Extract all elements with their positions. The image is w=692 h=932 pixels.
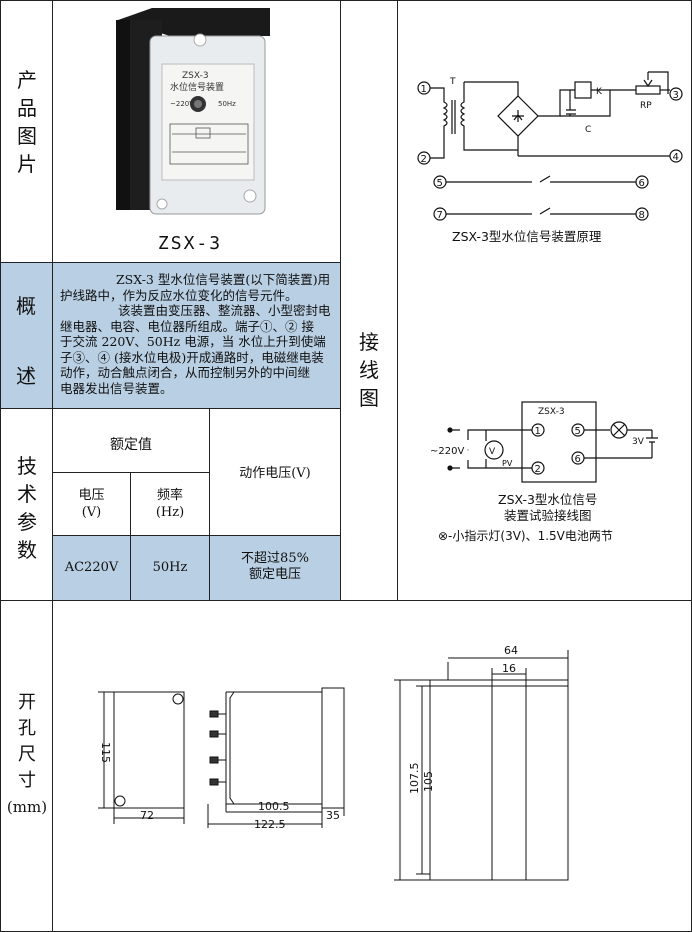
terminal-6: 6: [639, 178, 645, 189]
overview-text-bg: [53, 263, 340, 408]
freq-header: 频率 (Hz): [155, 488, 185, 520]
dim-35: 35: [326, 809, 340, 822]
terminal-8: 8: [639, 210, 645, 221]
svg-text:1: 1: [535, 426, 541, 437]
label-T: T: [449, 77, 456, 87]
test-caption-2: 装置试验接线图: [504, 508, 592, 523]
dim-100-5: 100.5: [258, 800, 290, 813]
voltage-header: 电压 (V): [78, 488, 105, 520]
terminal-7: 7: [437, 210, 443, 221]
box-title: ZSX-3: [538, 407, 565, 417]
row-divider-3: [0, 600, 692, 601]
voltage-value: AC220V: [64, 560, 119, 575]
rated-header: 额定值: [110, 437, 152, 453]
principle-caption: ZSX-3型水位信号装置原理: [452, 229, 602, 244]
tech-values-bg: [53, 536, 340, 600]
action-header: 动作电压(V): [239, 466, 311, 481]
svg-text:5: 5: [575, 426, 581, 437]
dim-107-5: 107.5: [408, 763, 421, 795]
pv-label: PV: [502, 459, 513, 468]
border-left: [0, 0, 1, 932]
dim-122-5: 122.5: [254, 818, 286, 831]
terminal-1: 1: [421, 84, 427, 95]
dim-16: 16: [502, 662, 516, 675]
terminal-5: 5: [437, 178, 443, 189]
dim-105: 105: [422, 771, 435, 792]
terminal-3: 3: [673, 90, 679, 101]
principle-diagram: 1 2 3 4 5 6 7 8 T K C RP ZSX-3型水位信号装置原理: [417, 71, 683, 244]
overview-label-bg: [1, 263, 52, 408]
device-front-title: ZSX-3: [182, 71, 209, 81]
device-front-voltage: ~220V: [170, 100, 194, 108]
battery-label: 3V: [632, 437, 645, 447]
tech-row-b: [53, 535, 340, 536]
dim-72: 72: [140, 809, 154, 822]
label-K: K: [596, 87, 603, 97]
cutout-label: 开 孔 尺 寸 (mm): [6, 692, 48, 816]
dim-115: 115: [99, 742, 112, 763]
meter-V: V: [489, 447, 496, 457]
action-value: 不超过85% 额定电压: [241, 551, 309, 582]
legend: ⊗-小指示灯(3V)、1.5V电池两节: [438, 528, 613, 543]
terminal-2: 2: [421, 154, 427, 165]
svg-text:6: 6: [575, 454, 581, 465]
svg-text:2: 2: [535, 464, 541, 475]
row-divider-1: [0, 262, 340, 263]
col-divider-mid2: [397, 0, 398, 600]
test-caption-1: ZSX-3型水位信号: [498, 492, 597, 507]
freq-value: 50Hz: [152, 560, 188, 575]
overview-text: ZSX-3 型水位信号装置(以下简装置)用 护线路中，作为反应水位变化的信号元件…: [60, 272, 331, 396]
tech-params-label: 技 术 参 数: [17, 454, 37, 562]
tech-col-b: [209, 408, 210, 600]
device-front-hz: 50Hz: [218, 100, 236, 108]
label-RP: RP: [640, 101, 652, 111]
tech-col-b-lower: [209, 536, 210, 600]
supply-label: ~220V: [430, 446, 464, 457]
test-wiring-diagram: ZSX-3 1 2 5 6 V ~220V PV 3V ZSX-3型水位信号 装…: [430, 401, 658, 543]
col-divider-left: [52, 0, 53, 932]
device-photo: ZSX-3 水位信号装置 ~220V 50Hz: [116, 8, 270, 215]
wiring-label: 接 线 图: [359, 330, 379, 410]
product-image-label: 产 品 图 片: [17, 68, 37, 176]
tech-col-a-lower: [130, 536, 131, 600]
product-model: ZSX-3: [157, 233, 223, 254]
tech-row-a: [53, 472, 209, 473]
device-front-subtitle: 水位信号装置: [170, 81, 224, 93]
row-divider-2: [0, 408, 340, 409]
border-top: [0, 0, 692, 1]
col-divider-mid: [340, 0, 341, 600]
overview-label-bottom: 述: [16, 364, 36, 388]
overview-label-top: 概: [16, 294, 36, 318]
dim-64: 64: [504, 644, 518, 657]
label-C: C: [585, 125, 591, 135]
terminal-4: 4: [673, 152, 679, 163]
cutout-drawing: 115 72 100.5 122.5 35 64 16 107.5 105: [98, 644, 569, 881]
